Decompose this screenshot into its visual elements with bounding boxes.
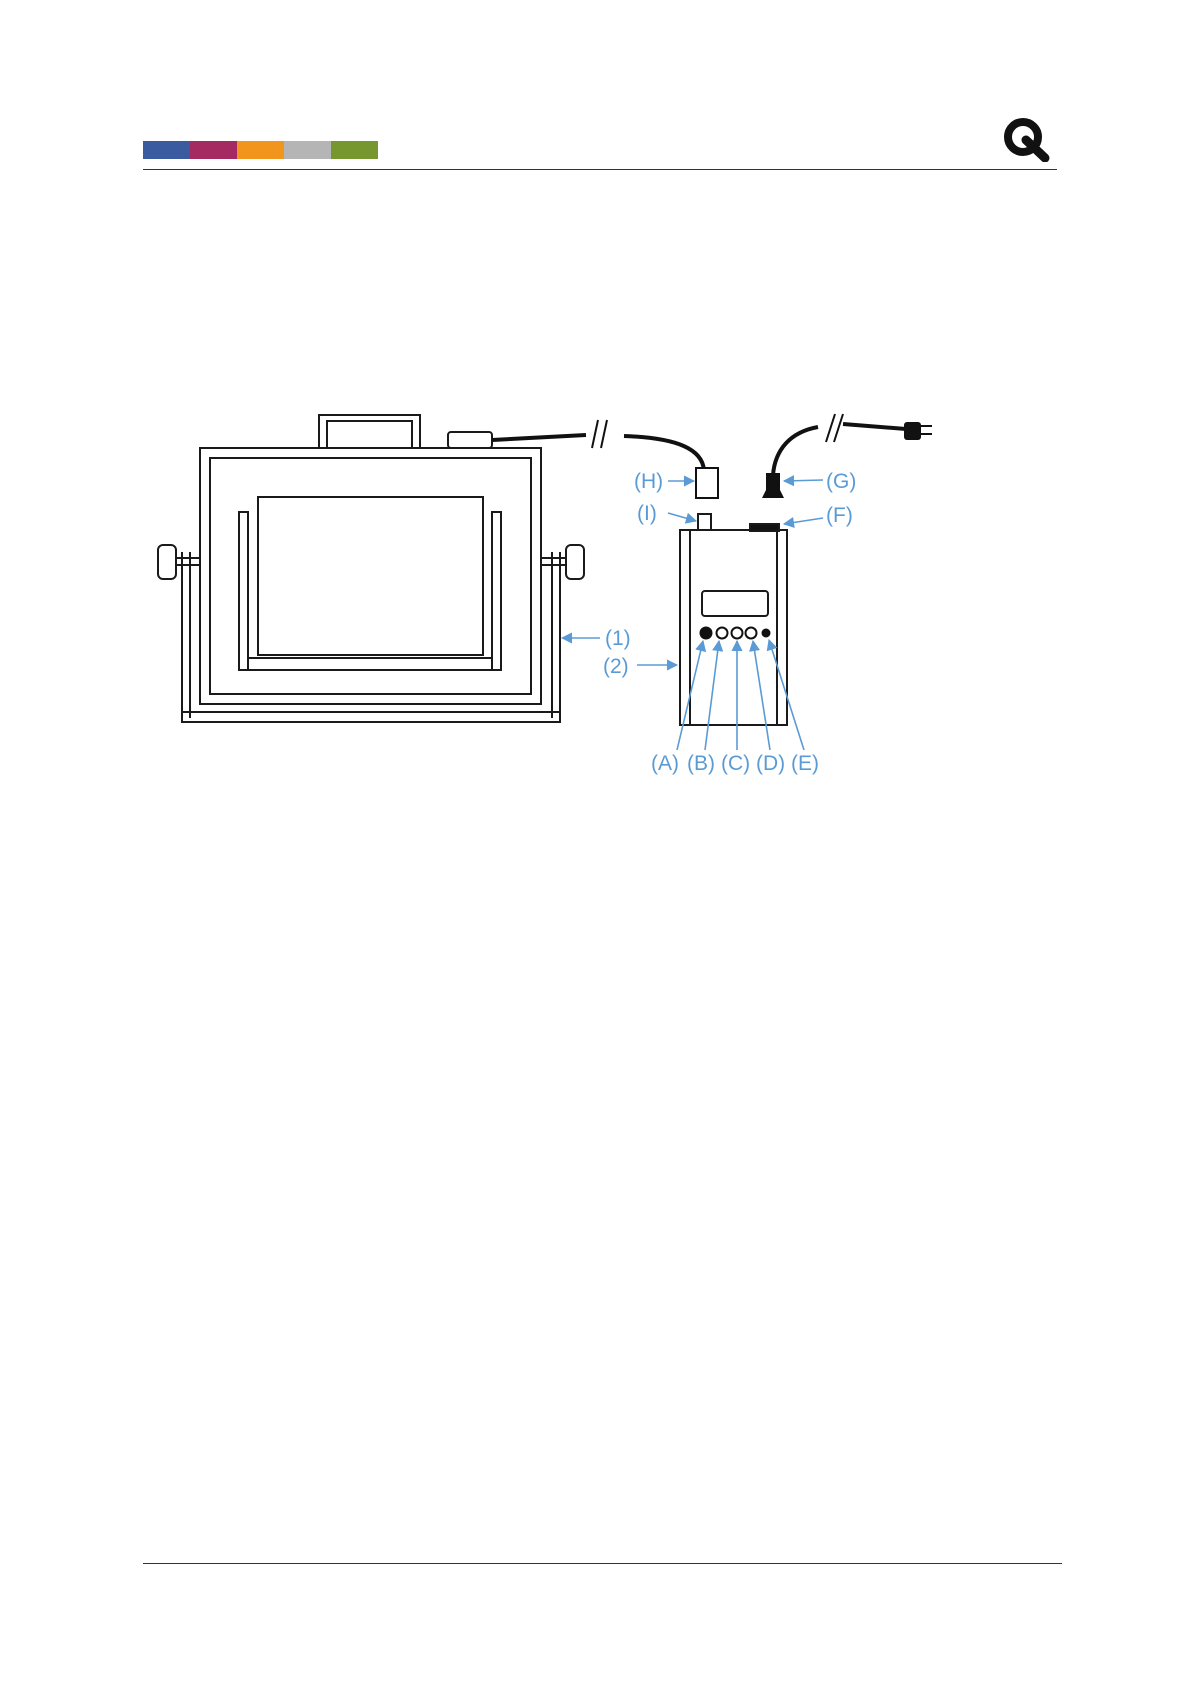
stand-left-leg: [182, 552, 190, 718]
footer-rule: [143, 1563, 1062, 1564]
label-e: (E): [791, 752, 819, 775]
callout-arrows: [562, 480, 823, 750]
left-knob-icon: [158, 545, 176, 579]
controller-display: [702, 591, 768, 616]
label-d: (D): [756, 752, 785, 775]
label-1: (1): [605, 627, 631, 650]
button-b-icon: [717, 628, 728, 639]
plug-g-icon: [762, 473, 784, 498]
right-knob-icon: [566, 545, 584, 579]
led-e-icon: [763, 630, 770, 637]
power-socket-f-icon: [750, 524, 779, 531]
label-g: (G): [826, 470, 856, 493]
panel-screen: [258, 497, 483, 655]
panel-tray: [248, 658, 492, 670]
controller-body: [680, 530, 787, 725]
label-a: (A): [651, 752, 679, 775]
label-i: (I): [637, 502, 657, 525]
button-c-icon: [732, 628, 743, 639]
label-c: (C): [721, 752, 750, 775]
panel-handle: [319, 415, 420, 448]
button-d-icon: [746, 628, 757, 639]
mains-plug-icon: [904, 422, 921, 440]
label-2: (2): [603, 655, 629, 678]
panel-cable-box: [448, 432, 492, 448]
light-panel: [158, 415, 584, 722]
panel-left-bar: [239, 512, 248, 670]
controller-unit: [680, 514, 787, 725]
label-b: (B): [687, 752, 715, 775]
label-f: (F): [826, 504, 853, 527]
panel-cable: [492, 420, 704, 470]
panel-outer-frame: [200, 448, 541, 704]
stand-base: [182, 712, 560, 722]
stand-right-leg: [552, 552, 560, 718]
connector-h-icon: [696, 468, 718, 498]
controller-buttons: [701, 628, 770, 639]
panel-right-bar: [492, 512, 501, 670]
button-a-icon: [701, 628, 712, 639]
port-i-icon: [698, 514, 711, 530]
label-h: (H): [634, 470, 663, 493]
